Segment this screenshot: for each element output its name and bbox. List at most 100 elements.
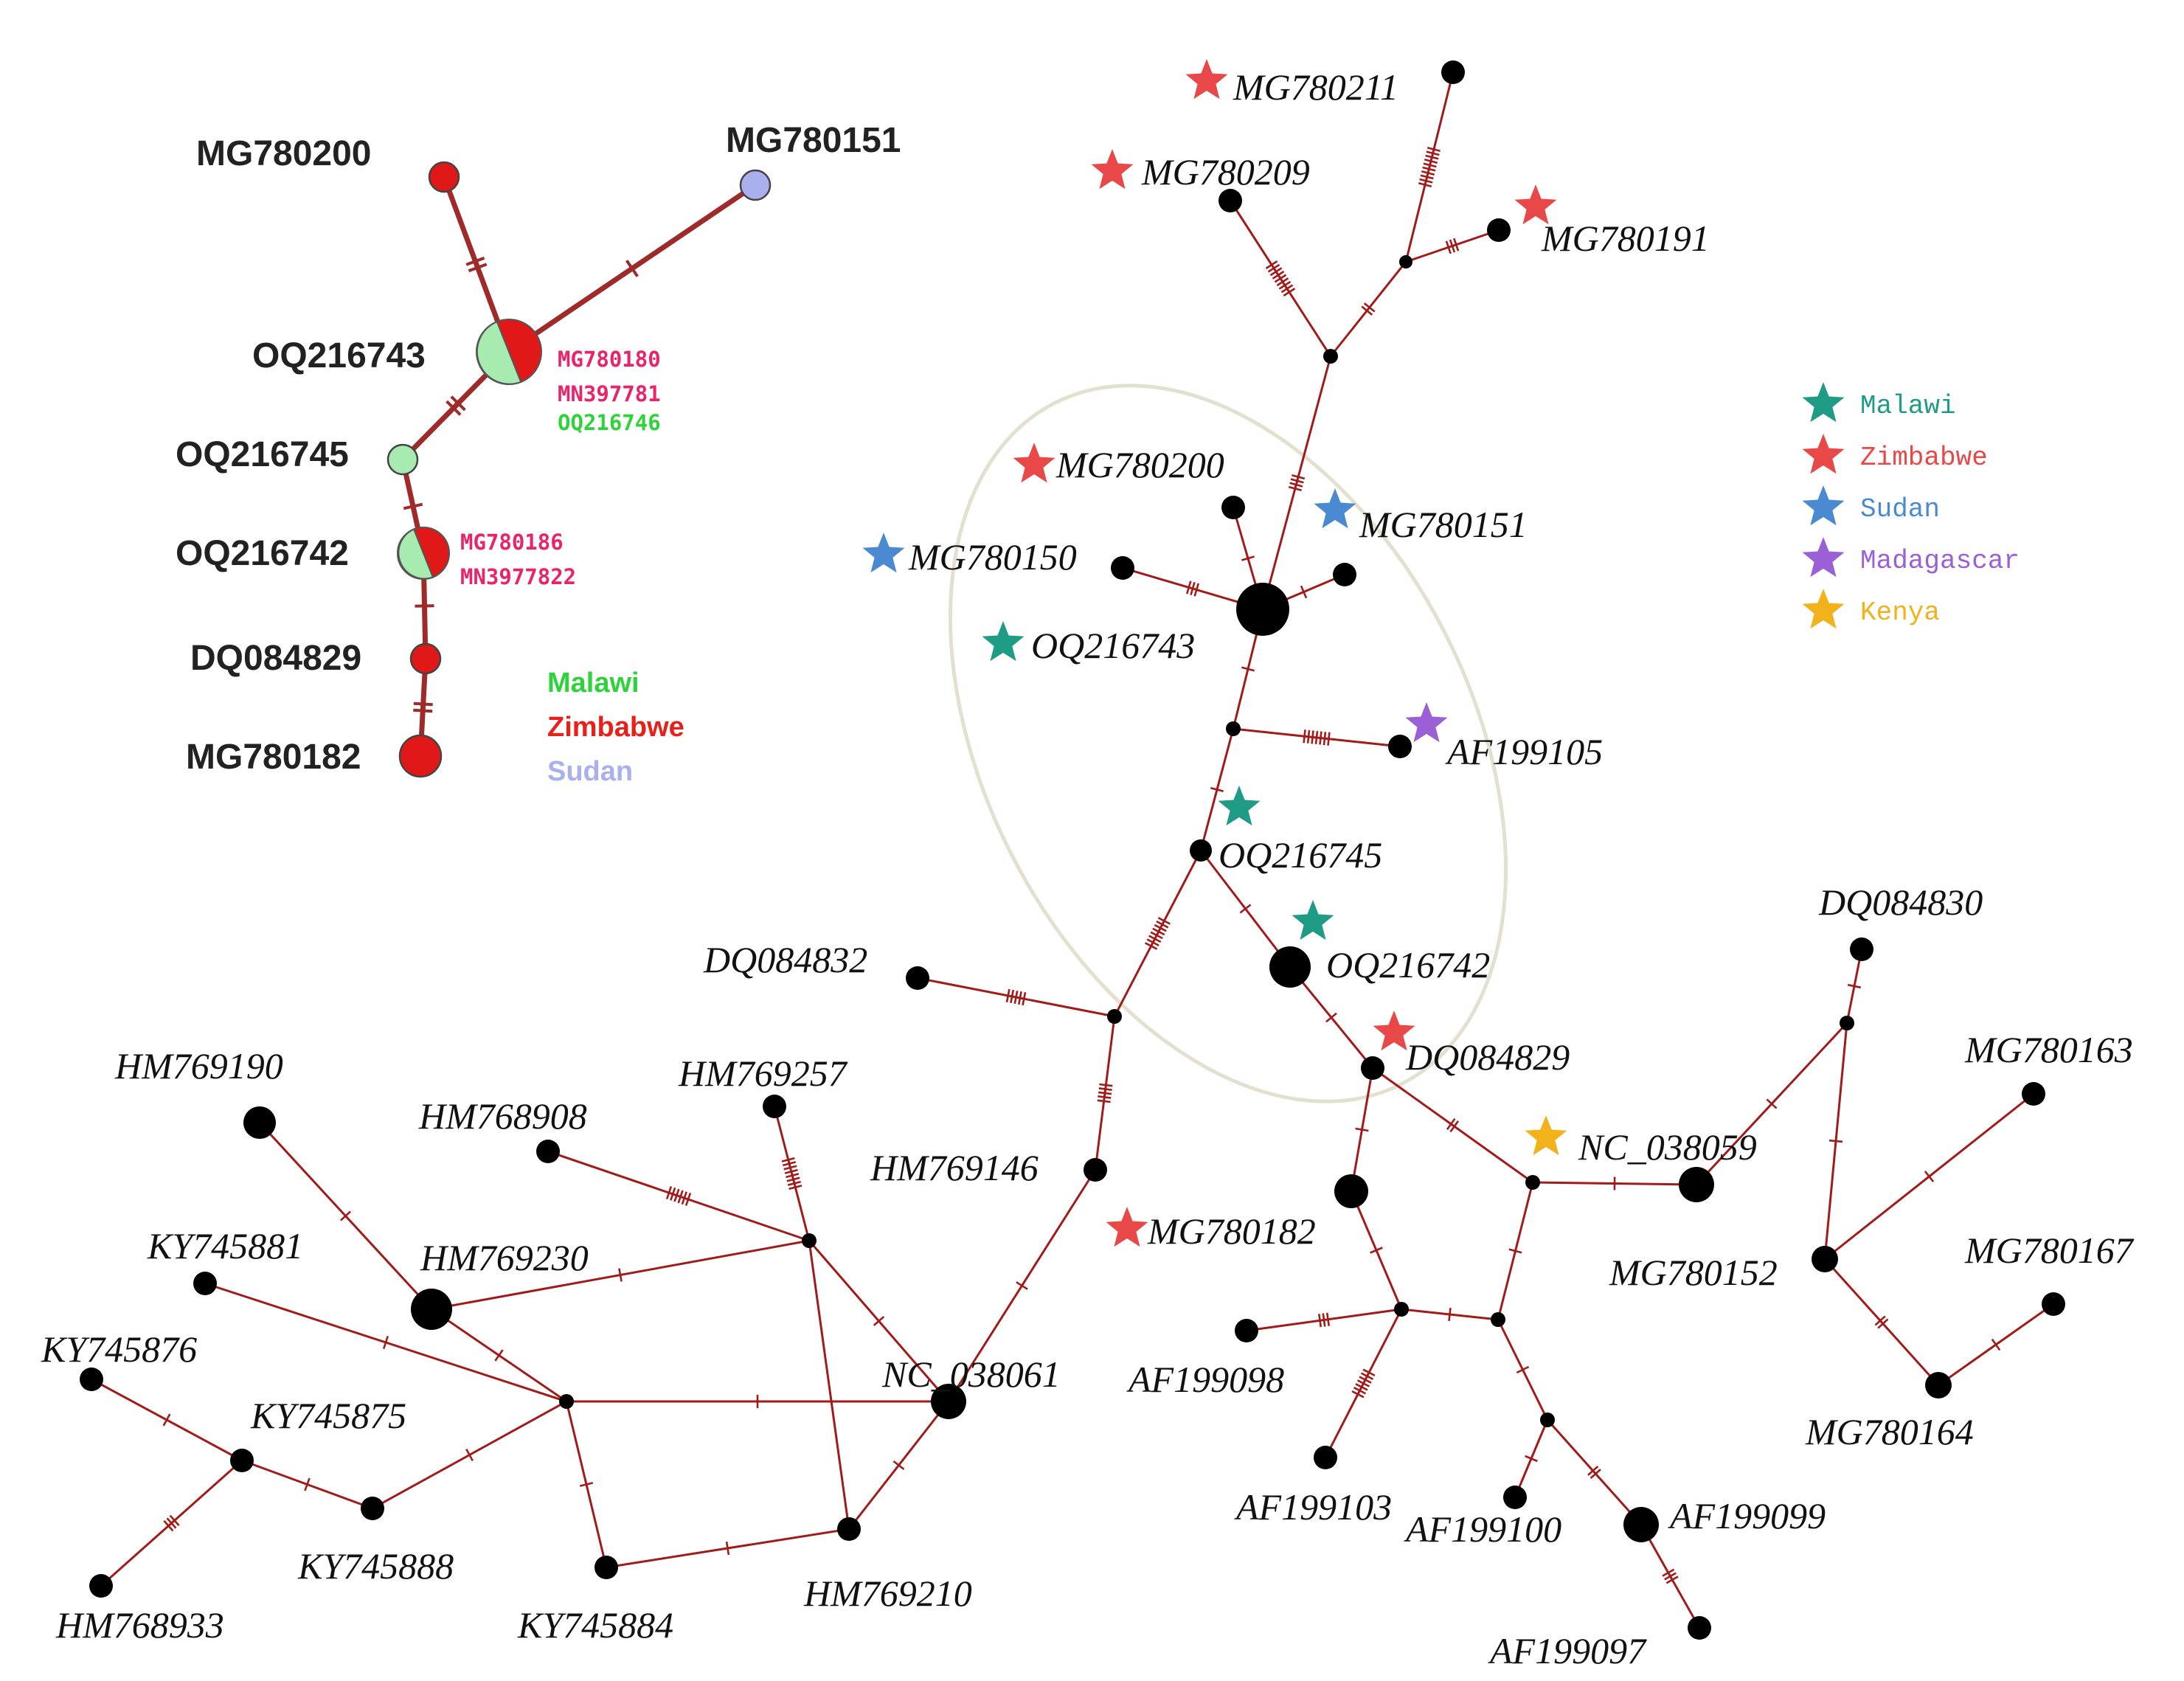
node-label: NC_038061 (881, 1354, 1061, 1395)
edge-line (1113, 850, 1202, 1017)
mutation-tick (1516, 1365, 1530, 1374)
edge-h_af2-h_af3 (1497, 1319, 1549, 1421)
mutation-tick (1145, 942, 1158, 950)
legend-label: Sudan (1860, 494, 1940, 524)
mutation-tick (1445, 240, 1452, 254)
mutation-tick (1420, 174, 1434, 180)
mutation-tick (1274, 274, 1287, 283)
edge-n_hm769146-n_nc038061 (947, 1169, 1097, 1402)
edge-n_dq084830-h_r1 (1845, 949, 1863, 1024)
inset-legend-zimbabwe: Zimbabwe (547, 712, 684, 743)
inset-node-dq084829: DQ084829 (190, 639, 442, 678)
node-label: AF199103 (1234, 1486, 1392, 1528)
mutation-tick (1426, 147, 1441, 152)
edge-h_af2-h_nc (1497, 1182, 1534, 1320)
node-label: AF199105 (1445, 731, 1603, 772)
node-label: MG780152 (1609, 1252, 1778, 1293)
mutation-tick (786, 1176, 800, 1182)
mutation-tick (1355, 1383, 1368, 1391)
median-vector-node (1540, 1413, 1555, 1427)
mutation-tick (1278, 280, 1292, 290)
mutation-tick (1587, 1466, 1599, 1476)
mutation-tick (1828, 1139, 1843, 1143)
node-label: NC_038059 (1578, 1126, 1757, 1168)
edge-line (547, 1150, 810, 1242)
mutation-tick (1924, 1171, 1935, 1182)
median-vector-node (1525, 1175, 1540, 1190)
mutation-tick (1288, 485, 1302, 492)
mutation-tick (1525, 1455, 1538, 1463)
country-star-malawi (982, 621, 1025, 662)
mutation-tick (1098, 1087, 1112, 1091)
mutation-tick (1421, 170, 1435, 176)
country-star-sudan (1314, 488, 1356, 529)
legend-label: Zimbabwe (1860, 443, 1988, 473)
inset-node-oq216743: OQ216743 (252, 319, 542, 385)
mutation-tick (1449, 1120, 1460, 1133)
node-label: KY745876 (41, 1328, 197, 1370)
node-label: AF199100 (1404, 1508, 1561, 1550)
mutation-tick (782, 1161, 797, 1167)
mutation-tick (1311, 730, 1314, 744)
mutation-tick (1318, 1314, 1322, 1328)
mutation-tick (1877, 1318, 1889, 1329)
mutation-tick (163, 1520, 174, 1532)
edge-n_hm769257-h_hmA (773, 1106, 811, 1241)
node-mg780164 (1925, 1372, 1952, 1398)
mutation-tick (340, 1210, 351, 1221)
node-af199105 (1388, 735, 1412, 758)
mutation-tick (1360, 1372, 1374, 1380)
mutation-tick (1314, 730, 1319, 745)
node-hm769190 (243, 1106, 276, 1139)
inset-node-circle (428, 161, 460, 193)
edge-n_mg780182-h_af1 (1350, 1190, 1403, 1310)
edge-h_af1-n_af199103 (1324, 1309, 1403, 1458)
mutation-tick (1418, 182, 1432, 187)
mutation-tick (1241, 555, 1255, 561)
legend-label: Madagascar (1860, 546, 2020, 576)
mutation-tick (1210, 786, 1224, 793)
mutation-tick (1370, 1247, 1383, 1254)
mutation-tick (1010, 989, 1015, 1004)
edge-n_mg780164-n_mg780167 (1938, 1303, 2054, 1387)
mutation-tick (1193, 583, 1200, 597)
mutation-tick (1156, 920, 1169, 929)
mutation-tick (1148, 935, 1162, 943)
node-oq216745 (1190, 839, 1212, 862)
inset-node-circle (398, 734, 443, 778)
country-star-madagascar (1405, 702, 1448, 743)
mutation-tick (670, 1187, 676, 1201)
node-label: HM769146 (870, 1147, 1039, 1188)
node-label: HM768933 (55, 1604, 224, 1646)
mutation-tick (1426, 150, 1440, 156)
mutation-tick (1874, 1315, 1886, 1326)
edge-n_mg780209-h_upper (1229, 200, 1332, 357)
edge-n_oq216745-h_center (1113, 850, 1202, 1017)
mutation-tick (1448, 1307, 1452, 1322)
mutation-tick (1098, 1095, 1112, 1099)
legend-star-kenya (1802, 589, 1845, 629)
edge-n_ky745884-n_hm769210 (606, 1528, 850, 1569)
edge-n_mg780152-n_mg780163 (1824, 1092, 2034, 1261)
mutation-tick (1241, 666, 1255, 672)
mutation-tick (403, 502, 423, 510)
mutation-tick (873, 1316, 885, 1326)
median-vector-node (1840, 1016, 1854, 1030)
node-label: AF199098 (1126, 1359, 1284, 1400)
edge-n_hm769230-h_left (431, 1308, 567, 1403)
mutation-tick (494, 1349, 504, 1362)
inset-node-mg780200: MG780200 (196, 134, 460, 193)
node-mg780152 (1812, 1246, 1838, 1272)
inset-node-circle (409, 642, 442, 675)
inset-node-label: OQ216743 (252, 336, 426, 375)
mutation-tick (304, 1477, 311, 1491)
median-vector-node (559, 1394, 574, 1409)
mutation-tick (1319, 731, 1322, 745)
node-label: MG780209 (1141, 151, 1310, 193)
edge-h_left-n_ky745888 (372, 1400, 567, 1510)
node-af199098 (1235, 1319, 1258, 1342)
edge-line (808, 1240, 850, 1530)
